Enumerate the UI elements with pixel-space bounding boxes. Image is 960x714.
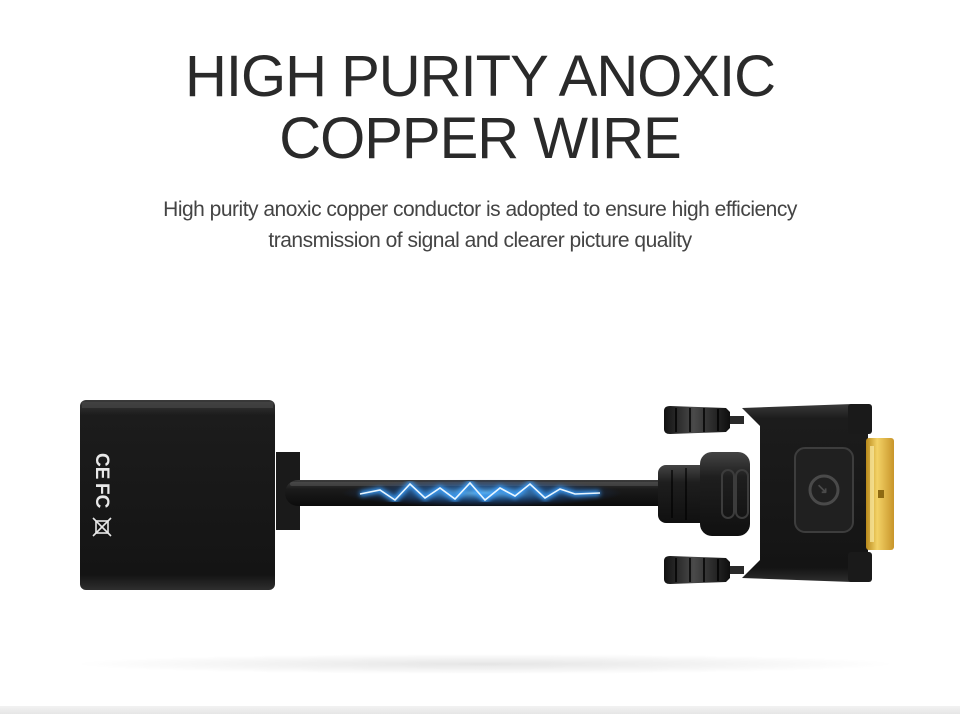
gold-plated-pins [866, 438, 894, 550]
strain-relief-boot [658, 452, 750, 536]
headline-line-1: HIGH PURITY ANOXIC [184, 44, 776, 109]
signal-glow-effect [342, 479, 622, 507]
brand-logo-icon: ↗ [808, 474, 840, 506]
ce-mark-icon: CE [91, 453, 112, 479]
dvi-connector-head: ↗ [742, 404, 872, 582]
fc-mark-icon: FC [91, 483, 112, 509]
thumb-screw-bottom [664, 556, 744, 584]
page-headline: HIGH PURITY ANOXIC COPPER WIRE [0, 46, 960, 170]
vga-adapter-housing [80, 400, 300, 590]
page-subtitle: High purity anoxic copper conductor is a… [0, 194, 960, 256]
thumb-screw-top [664, 406, 744, 434]
certification-marks: CE FC [91, 453, 112, 509]
weee-bin-icon [92, 517, 112, 537]
svg-text:↗: ↗ [815, 483, 831, 495]
subtitle-line-2: transmission of signal and clearer pictu… [268, 229, 692, 252]
headline-line-2: COPPER WIRE [279, 106, 682, 171]
bottom-divider [0, 706, 960, 714]
subtitle-line-1: High purity anoxic copper conductor is a… [163, 198, 797, 221]
floor-shadow [80, 654, 890, 674]
